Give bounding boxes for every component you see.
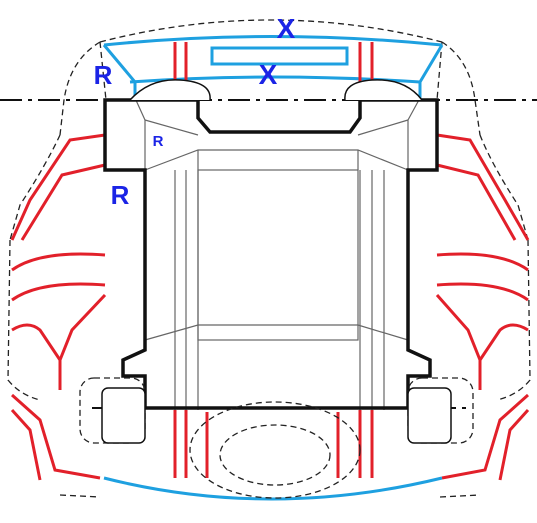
label-r-side: R: [111, 180, 130, 210]
label-r-outer: R: [94, 60, 113, 90]
outer-body-dashed-outline: [7, 19, 531, 498]
upper-corner-rounds: [129, 79, 423, 101]
lower-side-boxes: [101, 387, 452, 444]
red-body-structure: [10, 42, 530, 481]
cyan-roof-lines: [102, 35, 444, 501]
roof-panel-rect: [210, 46, 349, 66]
label-x-inner: X: [259, 59, 278, 90]
interior-perspective-lines: [134, 97, 421, 410]
main-section-outline: [103, 98, 439, 410]
label-x-top: X: [277, 13, 296, 44]
label-r-inner: R: [153, 133, 164, 150]
floor-arc: [103, 476, 443, 501]
